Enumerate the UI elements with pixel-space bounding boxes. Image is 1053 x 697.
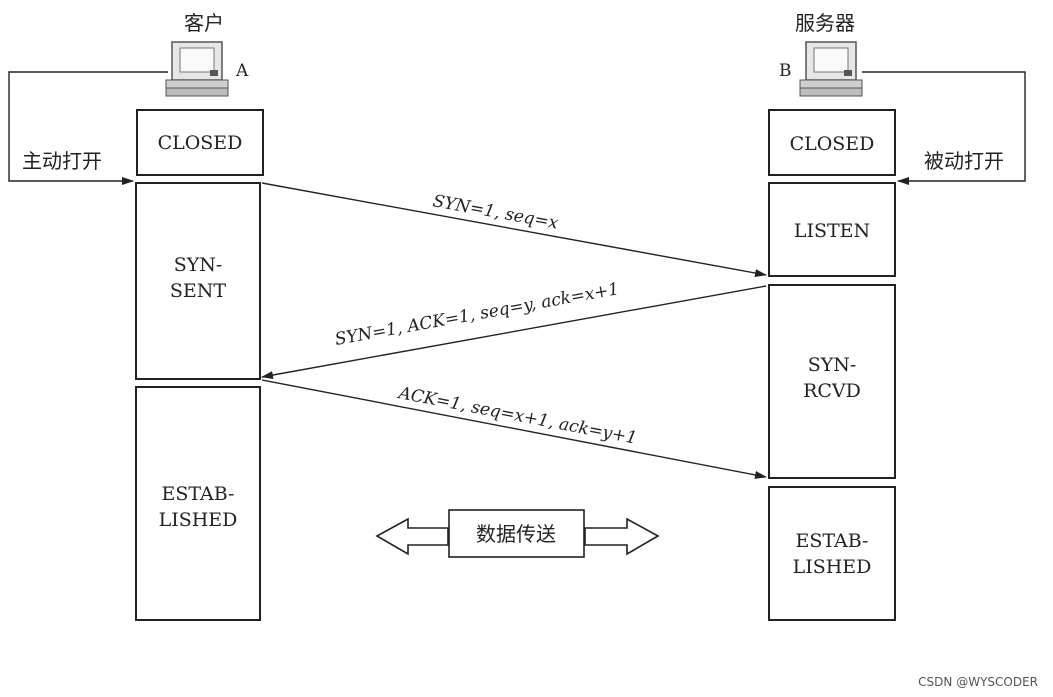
client-letter: A [235,61,249,81]
data-transfer-right-arrow [584,517,660,556]
server-state-closed: CLOSED [790,133,875,155]
client-state-closed-box [136,109,264,176]
server-computer-icon [799,41,863,97]
server-state-listen-box [768,182,896,277]
active-open-arrow [8,71,168,185]
client-state-syn-sent-line2: SENT [170,280,227,302]
server-title: 服务器 [795,11,855,35]
watermark: CSDN @WYSCODER [918,675,1038,689]
active-open-label: 主动打开 [22,149,102,173]
client-state-syn-sent-line1: SYN- [174,254,223,276]
server-state-syn-rcvd-box [768,284,896,479]
client-state-established-line2: LISHED [159,509,238,531]
client-state-closed: CLOSED [158,132,243,154]
client-state-established-line1: ESTAB- [162,483,235,505]
passive-open-label: 被动打开 [924,149,1004,173]
client-state-syn-sent-box [135,182,261,380]
data-transfer-label: 数据传送 [476,522,556,546]
ack-message-label: ACK=1, seq=x+1, ack=y+1 [395,383,638,449]
ack-message-arrow [261,379,767,479]
syn-ack-message-arrow [261,285,767,379]
client-computer-icon [165,41,229,97]
server-state-closed-box [768,109,896,176]
client-title: 客户 [184,11,224,35]
data-transfer-left-arrow [375,517,449,556]
syn-ack-message-label: SYN=1, ACK=1, seq=y, ack=x+1 [333,279,620,350]
server-state-syn-rcvd-line2: RCVD [803,380,861,402]
data-transfer-box [448,509,585,558]
server-state-established-line2: LISHED [793,556,872,578]
server-state-established-line1: ESTAB- [796,530,869,552]
passive-open-arrow [862,71,1026,185]
syn-message-label: SYN=1, seq=x [431,191,560,233]
server-state-syn-rcvd-line1: SYN- [808,354,857,376]
server-state-established-box [768,486,896,621]
client-state-established-box [135,386,261,621]
syn-message-arrow [261,182,767,277]
server-letter: B [779,61,792,81]
server-state-listen: LISTEN [794,220,870,242]
